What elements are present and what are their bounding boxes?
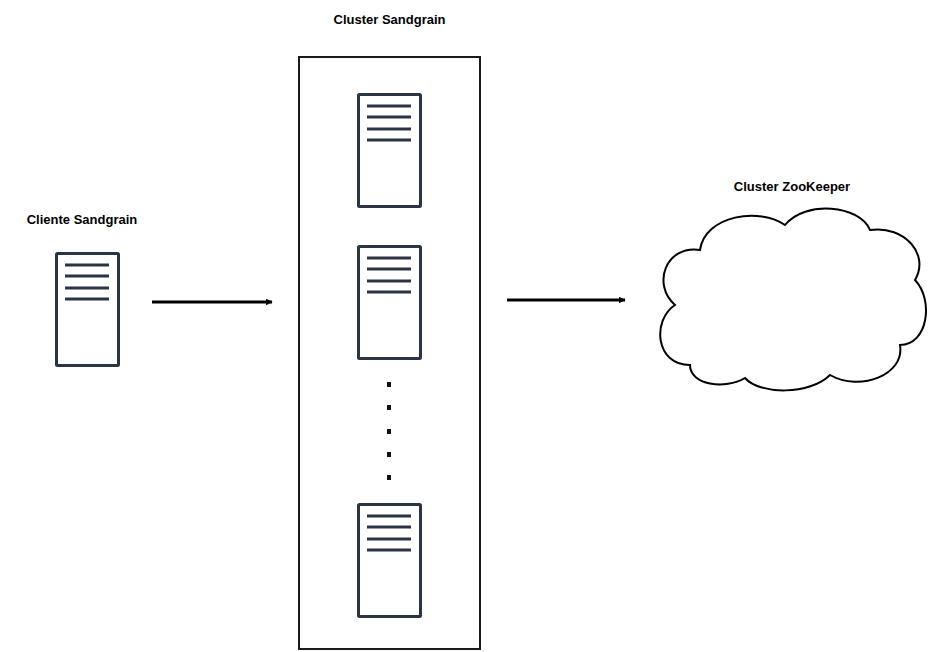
node-label: Cliente Sandgrain — [12, 208, 152, 227]
arrow-connector — [507, 299, 625, 302]
server-icon — [359, 247, 421, 359]
arrow-connector — [152, 301, 272, 304]
server-icon — [359, 505, 421, 617]
cloud-shape — [660, 209, 926, 391]
cluster-box: Cluster Sandgrain — [298, 56, 481, 650]
node-label: Cluster ZooKeeper — [650, 175, 934, 194]
node-label: Cluster Sandgrain — [300, 12, 479, 27]
cloud-outline — [650, 175, 934, 397]
cloud-node: Cluster ZooKeeper — [650, 175, 934, 397]
client-node: Cliente Sandgrain — [12, 208, 152, 373]
server-icon — [359, 95, 421, 207]
server-icon — [57, 254, 119, 366]
ellipsis-dots — [387, 382, 391, 480]
